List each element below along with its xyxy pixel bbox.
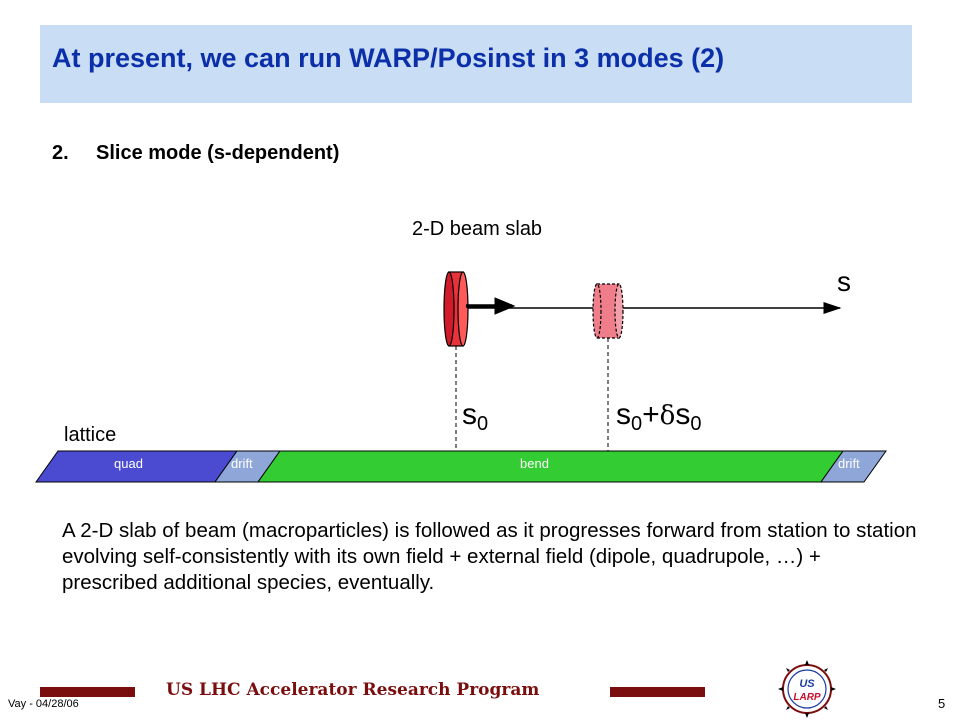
segment-bend <box>257 450 844 483</box>
footer-program: US LHC Accelerator Research Program <box>166 680 540 700</box>
segment-label-drift-1: drift <box>231 456 253 471</box>
footer-date: Vay - 04/28/06 <box>8 698 79 710</box>
lattice-label: lattice <box>64 424 117 446</box>
segment-label-quad: quad <box>114 456 143 471</box>
beam-slab <box>443 271 469 347</box>
beam-slab-label: 2-D beam slab <box>412 218 543 240</box>
slide-title: At present, we can run WARP/Posinst in 3… <box>52 43 725 73</box>
logo-text-bottom: LARP <box>793 692 821 703</box>
footer-bar-right <box>610 687 705 697</box>
bullet-text: Slice mode (s-dependent) <box>96 142 340 164</box>
station-label-s0: s0 <box>462 398 489 435</box>
segment-label-drift-2: drift <box>838 456 860 471</box>
larp-logo-icon: US LARP <box>778 660 836 718</box>
bullet-item: 2. Slice mode (s-dependent) <box>52 142 339 165</box>
description-text: A 2-D slab of beam (macroparticles) is f… <box>62 519 917 594</box>
logo-text-top: US <box>799 678 815 690</box>
page-number: 5 <box>938 696 946 711</box>
lattice-bar <box>35 450 887 483</box>
slab-next-position <box>592 283 624 339</box>
footer-bar-left <box>40 687 135 697</box>
station-label-s0-ds0: s0+δs0 <box>616 398 702 435</box>
segment-label-bend: bend <box>520 456 549 471</box>
bullet-number: 2. <box>52 142 69 164</box>
segment-drift-2 <box>820 450 887 483</box>
title-banner <box>40 25 912 103</box>
axis-label: s <box>837 266 851 297</box>
